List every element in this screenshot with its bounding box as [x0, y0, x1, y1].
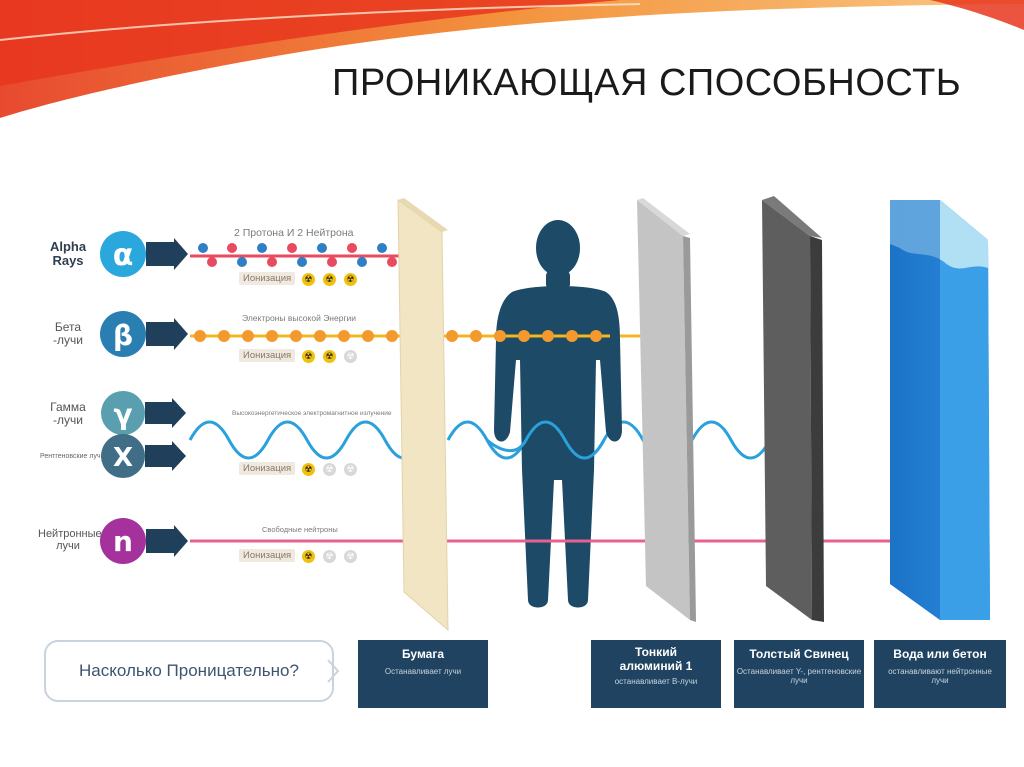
neutron-desc: Свободные нейтроны	[262, 525, 338, 534]
gamma-desc: Высокоэнергетическое электромагнитное из…	[232, 410, 392, 417]
radiation-icon-inactive: ☢	[323, 550, 336, 563]
radiation-icon-inactive: ☢	[344, 550, 357, 563]
question-arrow-icon	[327, 659, 340, 683]
alpha-particles	[198, 243, 397, 267]
ionization-label: Ионизация	[239, 349, 296, 362]
barrier-title: Тонкий алюминий 1	[619, 645, 693, 673]
radiation-icon-inactive: ☢	[344, 463, 357, 476]
neutron-name: Нейтронные лучи	[38, 528, 102, 553]
alpha-symbol-group	[100, 231, 188, 277]
question-box: Насколько Проницательно?	[44, 640, 334, 702]
radiation-icon: ☢	[302, 273, 315, 286]
barrier-box-lead: Толстый Свинец Останавливает Y-, рентген…	[734, 640, 864, 708]
radiation-icon: ☢	[323, 350, 336, 363]
beta-desc: Электроны высокой Энергии	[242, 313, 357, 323]
xray-symbol: X	[113, 443, 133, 473]
ionization-label: Ионизация	[239, 549, 296, 562]
radiation-icon-inactive: ☢	[344, 350, 357, 363]
lead-barrier	[762, 196, 824, 622]
radiation-icon-inactive: ☢	[323, 463, 336, 476]
human-silhouette	[494, 220, 622, 608]
alpha-beam	[190, 243, 424, 267]
barrier-box-water: Вода или бетон останавливают нейтронные …	[874, 640, 1006, 708]
alpha-name: Alpha Rays	[49, 239, 87, 269]
beta-symbol-group	[100, 311, 188, 357]
alpha-symbol: α	[113, 238, 134, 273]
barrier-desc: Останавливает Y-, рентгеновские лучи	[736, 666, 862, 685]
gamma-symbol-group	[101, 391, 186, 435]
header-swoosh	[0, 0, 1024, 118]
radiation-icon: ☢	[302, 550, 315, 563]
paper-barrier	[397, 198, 449, 632]
radiation-icon: ☢	[302, 350, 315, 363]
neutron-symbol-group	[100, 518, 188, 564]
beta-symbol: β	[113, 319, 133, 352]
barrier-title: Бумага	[401, 647, 445, 661]
beta-beam-front	[494, 330, 610, 342]
ionization-label: Ионизация	[239, 462, 296, 475]
gamma-wave-front	[485, 420, 606, 460]
barrier-desc: Останавливает лучи	[384, 666, 462, 676]
xray-symbol-group	[101, 434, 186, 478]
barrier-box-aluminium: Тонкий алюминий 1 останавливает B-лучи	[591, 640, 721, 708]
gamma-symbol: γ	[113, 398, 132, 431]
gamma-name: Гамма -лучи	[50, 400, 86, 428]
barrier-title: Вода или бетон	[893, 647, 987, 661]
aluminium-barrier	[637, 198, 696, 622]
radiation-icon: ☢	[323, 273, 336, 286]
radiation-icon: ☢	[302, 463, 315, 476]
neutron-symbol: n	[113, 525, 133, 558]
radiation-icon: ☢	[344, 273, 357, 286]
beta-name: Бета -лучи	[53, 320, 83, 348]
ionization-label: Ионизация	[239, 272, 296, 285]
slide-title: ПРОНИКАЮЩАЯ СПОСОБНОСТЬ	[332, 62, 962, 104]
alpha-desc: 2 Протона И 2 Нейтрона	[234, 227, 354, 239]
water-block	[890, 200, 990, 620]
barrier-desc: останавливает B-лучи	[614, 676, 698, 686]
barrier-title: Толстый Свинец	[749, 647, 849, 661]
xray-name: Рентгеновские лучи	[40, 453, 105, 460]
barrier-box-paper: Бумага Останавливает лучи	[358, 640, 488, 708]
barrier-desc: останавливают нейтронные лучи	[888, 666, 992, 685]
